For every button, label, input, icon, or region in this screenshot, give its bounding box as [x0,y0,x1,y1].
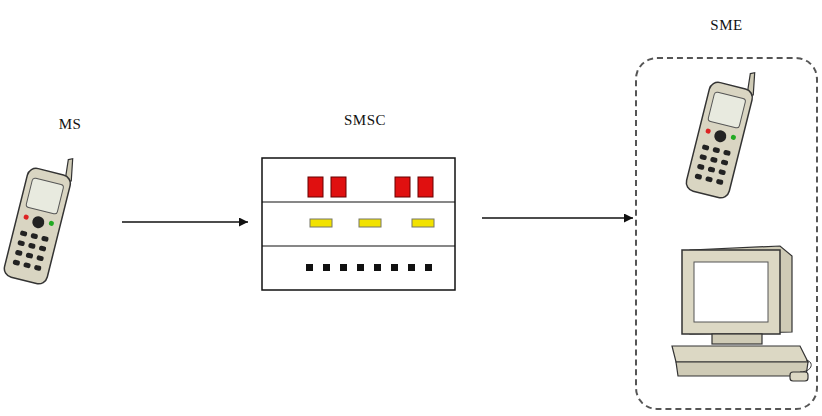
computer-icon [672,246,811,381]
node-label: SME [637,17,816,34]
node-label: SMSC [250,112,480,129]
sme-node: SME [635,57,818,410]
smsc-server [262,158,455,290]
smsc-node: SMSC [250,112,480,294]
flow-arrow [122,221,248,223]
flow-arrow [482,217,633,219]
phone-icon [684,63,758,200]
ms-node: MS [20,116,120,294]
phone-icon [2,149,76,286]
node-label: MS [20,116,120,133]
